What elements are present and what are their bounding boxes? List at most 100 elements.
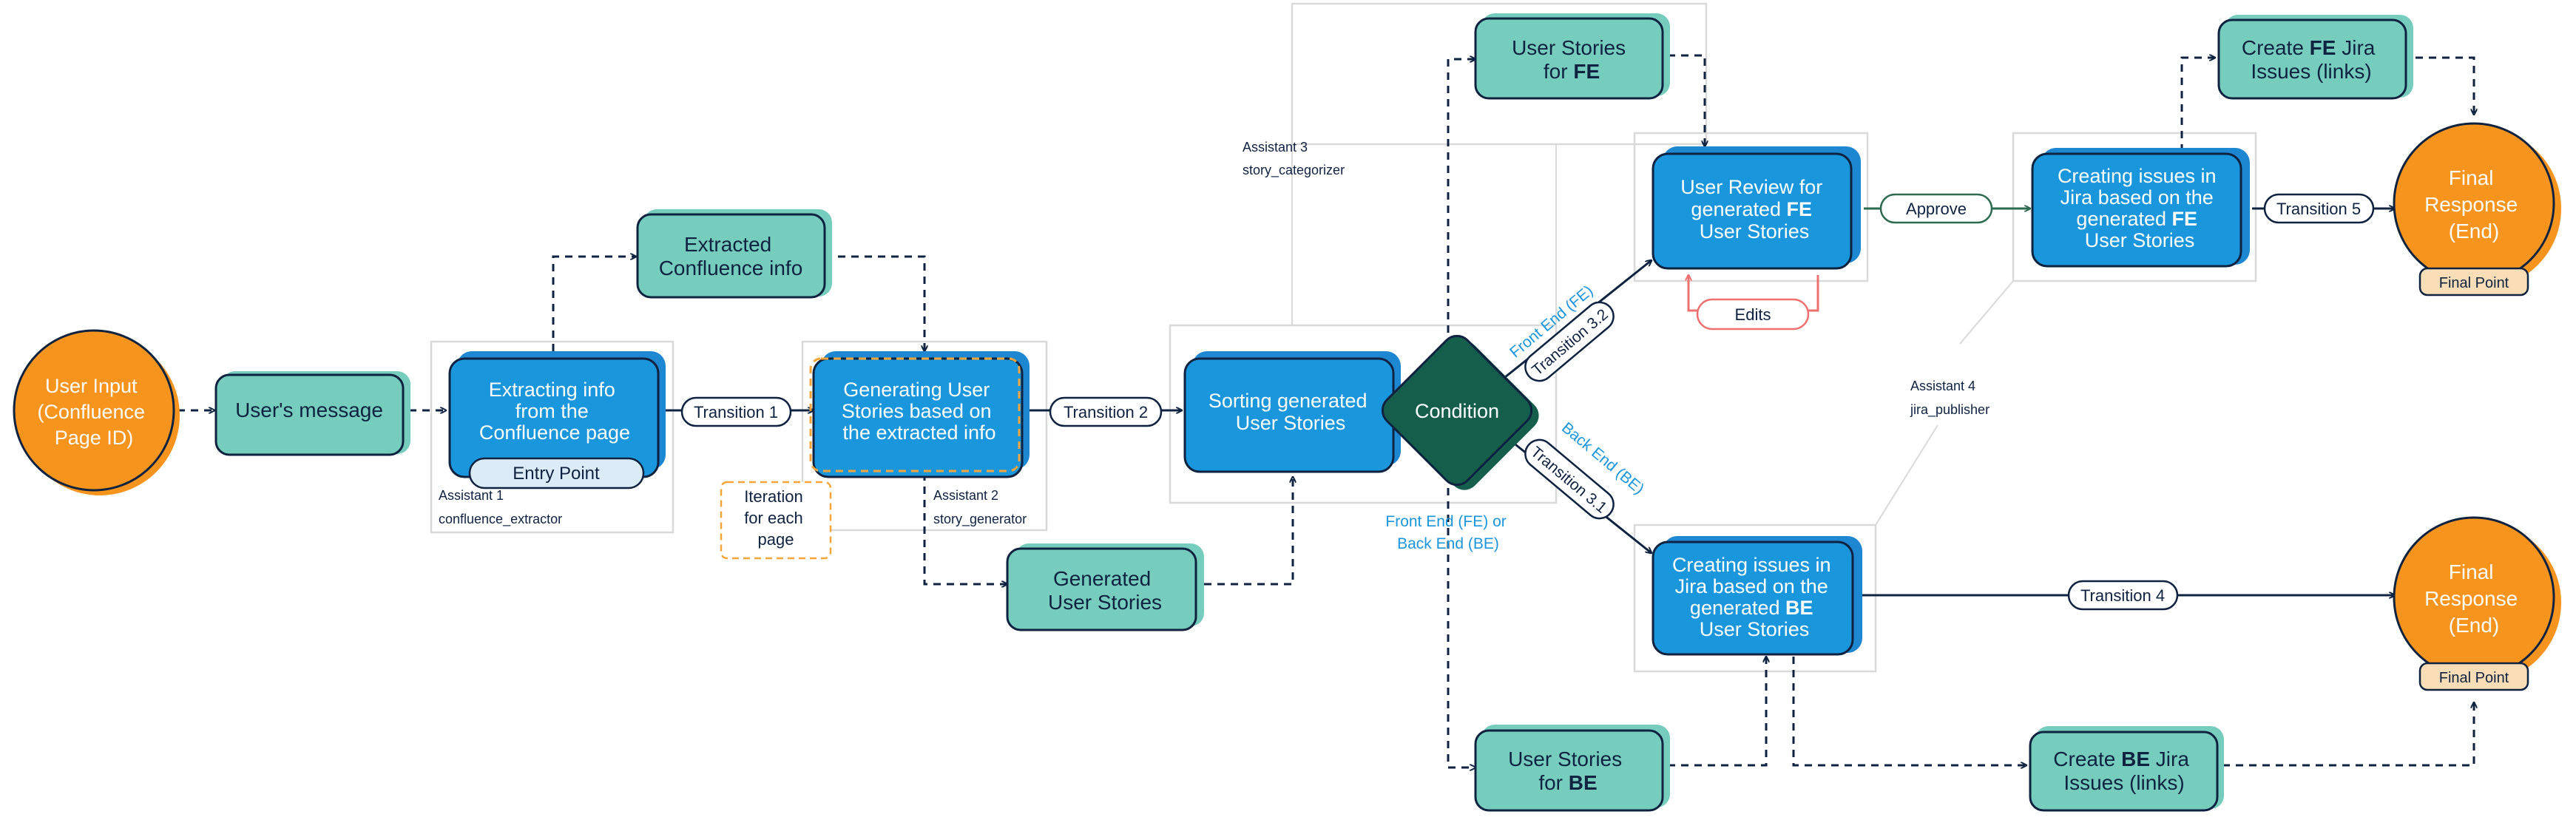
generating-line2: Stories based on [842, 400, 992, 422]
svg-text:Assistant 2 story_generato: Assistant 2 story_generator [933, 488, 1027, 527]
edge-condition-fe [1447, 59, 1475, 333]
edge-jira-fe-links [2180, 58, 2215, 152]
iteration-line2: for each [744, 509, 803, 527]
jira-fe-line1: Creating issues in [2058, 165, 2217, 187]
iteration-line3: page [758, 530, 794, 549]
fe-links-tag: FE [2310, 36, 2336, 59]
user-input-node: User Input (Confluence Page ID) [13, 329, 180, 495]
svg-text:User Stories for BE: User Stories for BE [1508, 748, 1628, 794]
iteration-line1: Iteration [744, 487, 803, 506]
assistant4-id: jira_publisher [1910, 402, 1990, 418]
extracting-node: Extracting info from the Confluence page [448, 351, 666, 478]
review-fe-node: User Review for generated FE User Storie… [1652, 146, 1861, 270]
entry-point-label: Entry Point [513, 464, 600, 484]
approve-badge: Approve [1879, 193, 1993, 224]
jira-be-generated: generated [1690, 597, 1785, 619]
stories-fe-for: for [1544, 60, 1573, 83]
generated-line1: Generated [1053, 567, 1151, 590]
jira-fe-line2: Jira based on the [2061, 186, 2214, 209]
edge-extracted-generating [825, 255, 924, 351]
users-message-label: User's message [235, 399, 383, 421]
fe-be-note-line2: Back End (BE) [1397, 535, 1499, 552]
assistant4-connector-top [1959, 280, 2014, 345]
generating-line1: Generating User [843, 379, 990, 401]
svg-text:Extracting info from the: Extracting info from the Confluence page [479, 379, 630, 444]
final-point-be-badge: Final Point [2418, 662, 2529, 691]
final-fe-line2: Response [2424, 193, 2518, 216]
iteration-note: Iteration for each page [720, 481, 832, 560]
stories-fe-tag: FE [1573, 60, 1600, 83]
sorting-frame [1169, 324, 1558, 504]
user-input-line2: (Confluence [37, 401, 145, 423]
generating-node: Generating User Stories based on the ext… [809, 351, 1030, 478]
svg-text:Final Response (En: Final Response (End) [2424, 560, 2523, 637]
be-links-tag: BE [2121, 748, 2150, 770]
stories-be-node: User Stories for BE [1474, 725, 1670, 812]
final-be-line1: Final [2449, 560, 2494, 583]
edits-badge: Edits [1696, 298, 1810, 331]
fe-links-jira: Jira [2336, 36, 2375, 59]
jira-fe-line4: User Stories [2085, 229, 2195, 251]
approve-label: Approve [1906, 200, 1967, 218]
stories-be-for: for [1538, 771, 1568, 794]
svg-text:Front End (FE) or Back End: Front End (FE) or Back End (BE) [1385, 513, 1510, 552]
edge-fe-review [1668, 54, 1705, 146]
generated-line2: User Stories [1048, 591, 1162, 614]
svg-text:Assistant 1 confluence_ext: Assistant 1 confluence_extractor [439, 488, 562, 527]
svg-text:Generating User Stories: Generating User Stories based on the ext… [842, 379, 997, 444]
be-links-node: Create BE Jira Issues (links) [2029, 726, 2224, 812]
final-response-fe-node: Final Response (End) [2393, 122, 2561, 288]
entry-point-badge: Entry Point [468, 457, 645, 489]
svg-text:User Stories for FE: User Stories for FE [1512, 36, 1632, 83]
transition-2-badge: Transition 2 [1049, 396, 1163, 427]
transition-5-label: Transition 5 [2276, 200, 2361, 218]
svg-text:Iteration for each: Iteration for each page [744, 487, 808, 549]
edits-label: Edits [1735, 305, 1771, 324]
stories-be-tag: BE [1569, 771, 1598, 794]
edge-condition-be [1447, 488, 1475, 768]
be-links-create: Create [2053, 748, 2121, 770]
jira-be-line2: Jira based on the [1675, 575, 1828, 597]
extracted-line1: Extracted [684, 233, 771, 256]
final-point-fe-badge: Final Point [2418, 267, 2529, 297]
sorting-line1: Sorting generated [1208, 390, 1368, 412]
jira-fe-generated: generated [2076, 208, 2171, 230]
assistant2-id: story_generator [933, 512, 1027, 527]
be-links-line2: Issues (links) [2063, 771, 2184, 794]
edge-be-links-final [2222, 702, 2474, 767]
transition-5-badge: Transition 5 [2263, 193, 2375, 224]
assistant3-frame [1291, 2, 1708, 146]
svg-text:Creating issues in Jira: Creating issues in Jira based on the gen… [2058, 165, 2222, 251]
iteration-loop-outline [809, 357, 1021, 472]
user-input-line1: User Input [45, 375, 138, 397]
final-be-line2: Response [2424, 587, 2518, 610]
edge-extracting-extracted [552, 257, 636, 351]
extracting-line3: Confluence page [479, 421, 630, 444]
fe-links-create: Create [2242, 36, 2310, 59]
assistant1-frame [430, 340, 675, 534]
svg-text:User Input (Confluence: User Input (Confluence Page ID) [37, 375, 150, 449]
be-links-jira: Jira [2150, 748, 2189, 770]
sorting-line2: User Stories [1236, 412, 1346, 434]
transition-4-badge: Transition 4 [2067, 580, 2179, 611]
svg-text:Create FE Jira Issues (l: Create FE Jira Issues (links) [2242, 36, 2381, 83]
edge-generating-generated [923, 473, 1007, 584]
extracted-line2: Confluence info [659, 257, 803, 279]
final-be-line3: (End) [2449, 614, 2499, 637]
sorting-node: Sorting generated User Stories [1183, 351, 1401, 473]
users-message-node: User's message [214, 371, 410, 456]
stories-fe-line1: User Stories [1512, 36, 1626, 59]
review-fe-line1: User Review for [1680, 176, 1822, 198]
assistant2-title: Assistant 2 [933, 488, 998, 503]
condition-node: Condition [1381, 334, 1539, 490]
fe-links-node: Create FE Jira Issues (links) [2217, 15, 2413, 100]
final-point-fe-label: Final Point [2439, 275, 2509, 291]
svg-text:User Review for generate: User Review for generated FE User Storie… [1680, 176, 1828, 243]
extracted-node: Extracted Confluence info [636, 209, 832, 299]
transition-1-label: Transition 1 [694, 403, 778, 421]
condition-label: Condition [1415, 400, 1499, 422]
assistant1-id: confluence_extractor [439, 512, 562, 527]
svg-text:Create BE Jira Issues (l: Create BE Jira Issues (links) [2053, 748, 2194, 794]
svg-text:Final Response (En: Final Response (End) [2424, 166, 2523, 243]
review-fe-generated: generated [1691, 198, 1786, 220]
